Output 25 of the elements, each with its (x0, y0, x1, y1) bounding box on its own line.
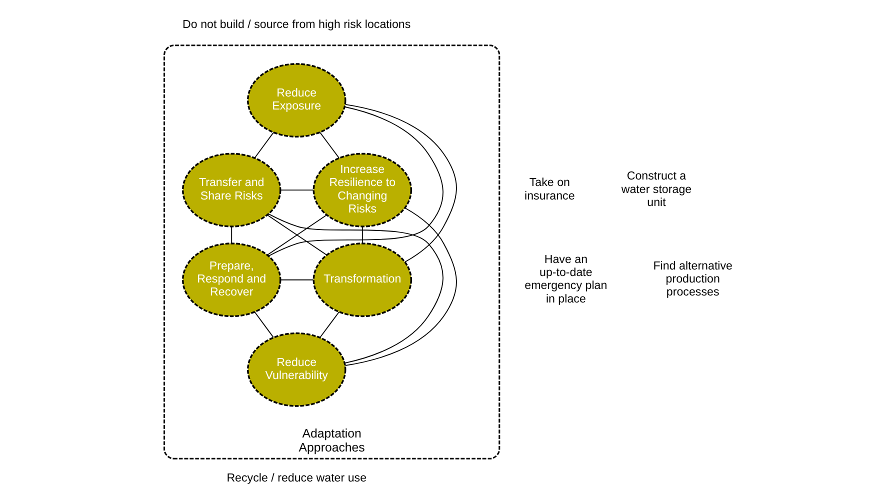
node-ellipse: Prepare, Respond and Recover (182, 242, 281, 318)
connector (344, 104, 456, 262)
connector (254, 132, 274, 158)
label: Construct a water storage unit (620, 170, 692, 209)
connector (318, 312, 339, 338)
label: Find alternative production processes (652, 259, 732, 299)
connector (361, 226, 362, 244)
node-ellipse: Reduce Exposure (246, 63, 346, 138)
connector (279, 190, 314, 191)
connector (254, 312, 274, 338)
label: Take on insurance (524, 176, 574, 202)
node-ellipse: Reduce Vulnerability (246, 332, 346, 407)
label: Recycle / reduce water use (226, 471, 366, 484)
connector (268, 214, 443, 364)
connector (344, 208, 456, 366)
node-ellipse: Increase Resilience to Changing Risks (312, 152, 412, 228)
node-ellipse: Transformation (312, 242, 412, 318)
connector (319, 132, 340, 159)
node-ellipse: Transfer and Share Risks (182, 152, 281, 228)
label: Do not build / source from high risk locations (182, 18, 410, 31)
connector (266, 214, 327, 256)
connector (230, 226, 232, 244)
label: Have an up-to-date emergency plan in place (524, 252, 607, 306)
connector (268, 106, 443, 256)
connector (279, 279, 314, 280)
